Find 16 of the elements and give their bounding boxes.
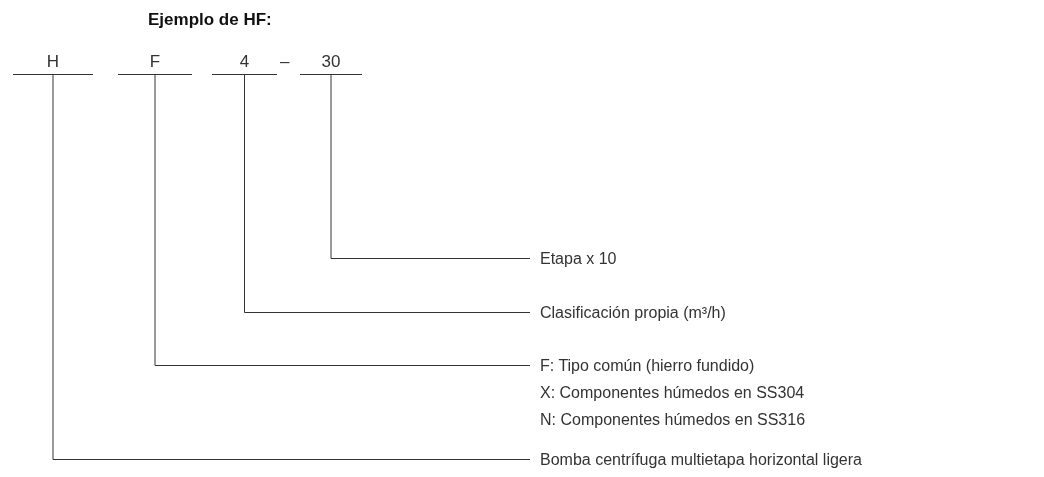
code-segment: F: [118, 50, 192, 75]
diagram-title: Ejemplo de HF:: [148, 10, 272, 30]
description-text: Clasificación propia (m³/h): [530, 299, 726, 326]
separator-dash: –: [280, 51, 290, 73]
description-text: X: Componentes húmedos en SS304: [540, 383, 806, 403]
leader-line: [52, 74, 531, 460]
leader-line: [244, 74, 531, 313]
leader-line: [154, 74, 531, 366]
leader-line: [330, 74, 531, 259]
code-segment: 30: [300, 50, 362, 75]
description-text: Bomba centrífuga multietapa horizontal ligera: [530, 446, 862, 473]
description-text: N: Componentes húmedos en SS316: [540, 410, 806, 430]
description-text: Etapa x 10: [530, 245, 617, 272]
code-segment: H: [13, 50, 93, 75]
code-segment: 4: [212, 50, 277, 75]
description-text: F: Tipo común (hierro fundido): [540, 356, 756, 376]
